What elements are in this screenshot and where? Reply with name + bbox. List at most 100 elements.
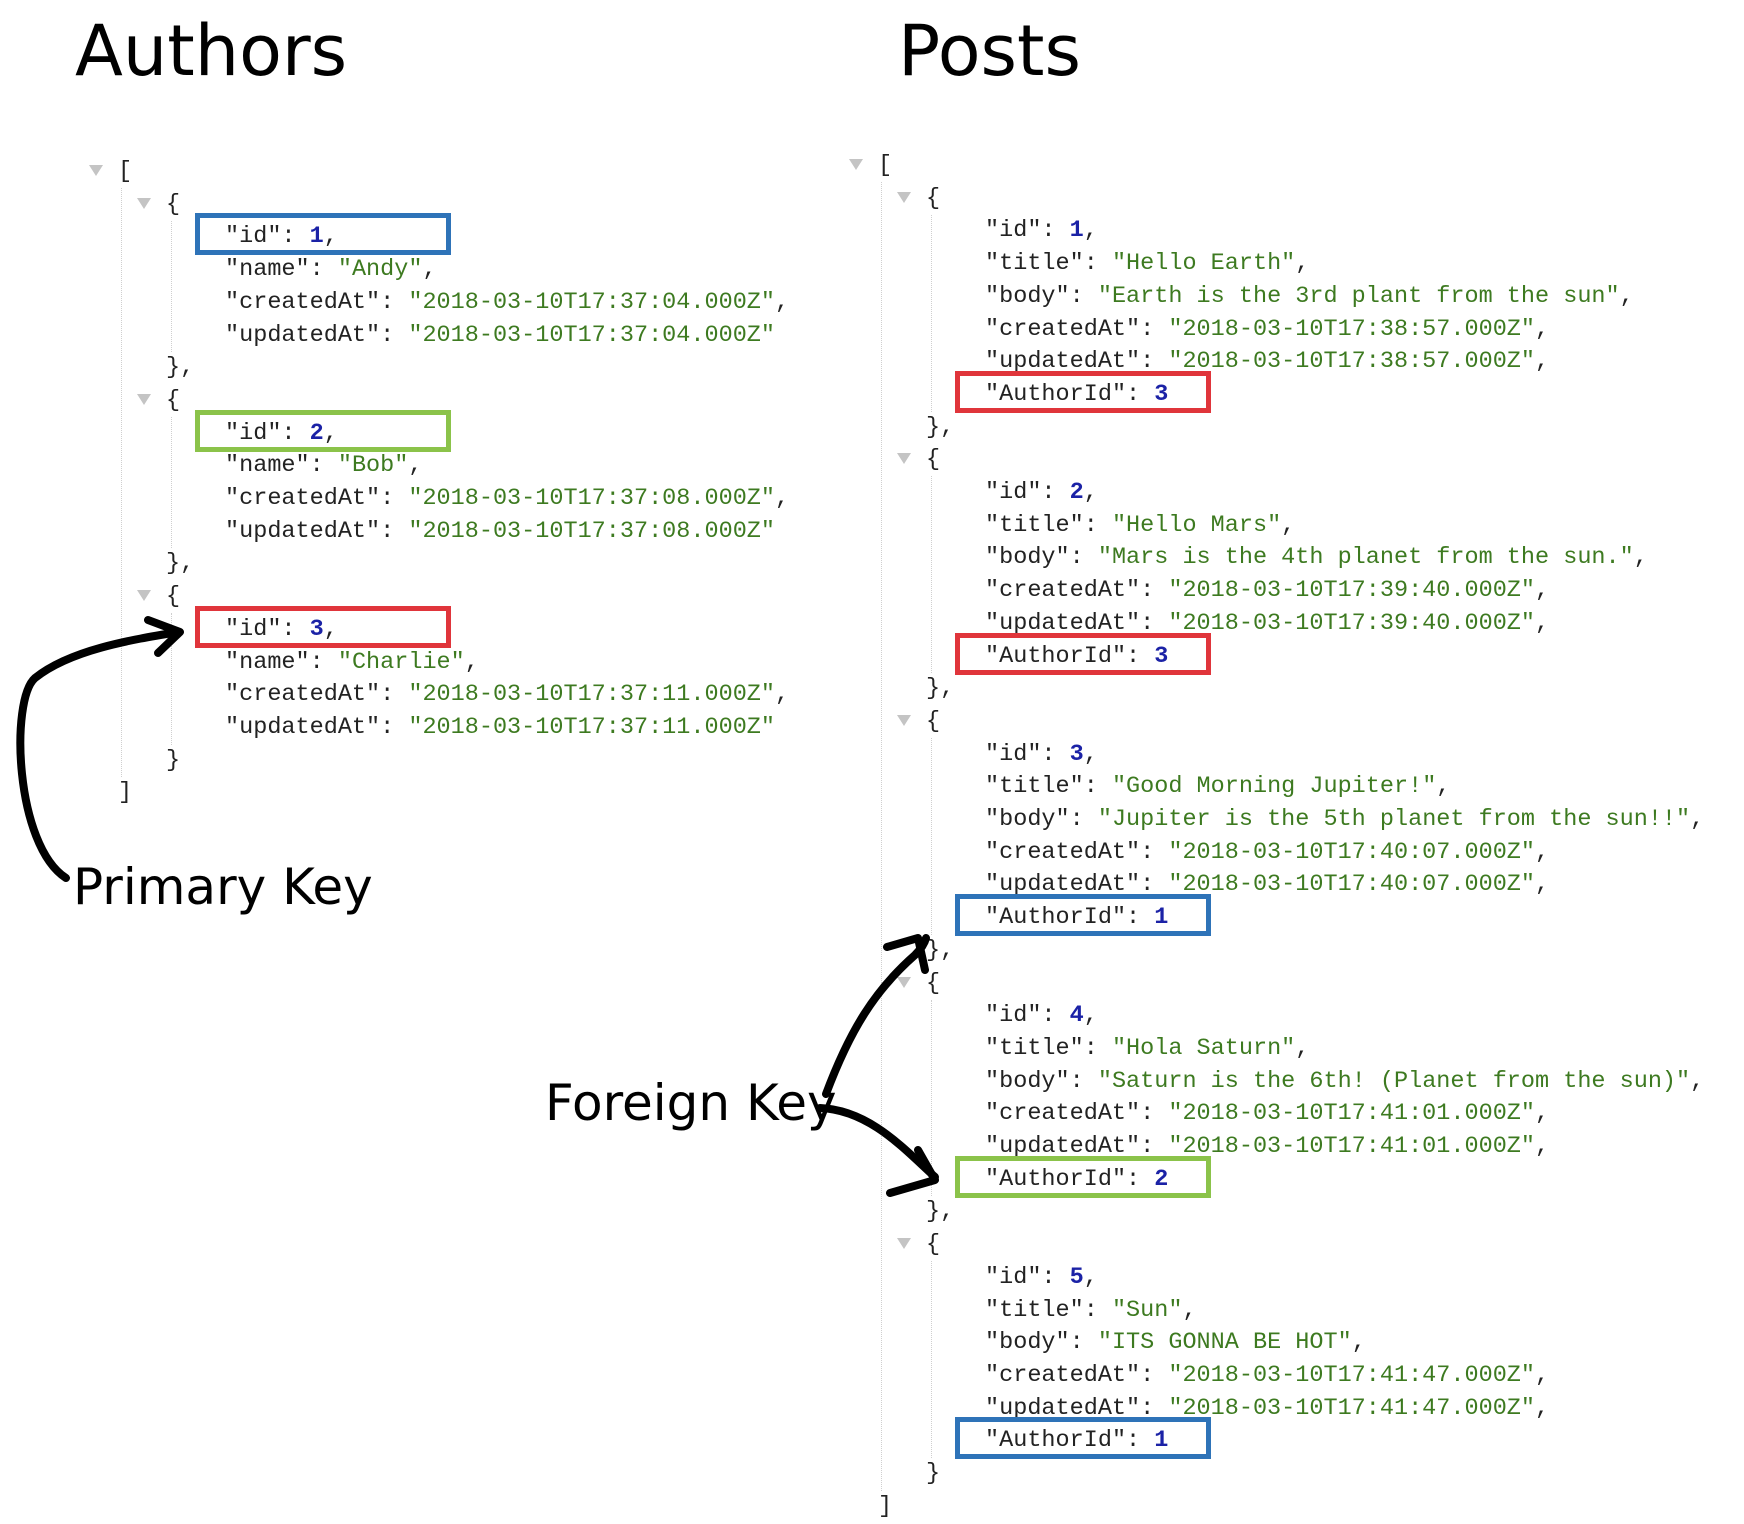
post-2-authorid-line: "AuthorId": 3 [985,642,1168,670]
comma: , [1351,1329,1366,1357]
post-5-title-line: "title": "Sun", [985,1296,1197,1324]
value-createdat: "2018-03-10T17:41:01.000Z" [1168,1100,1536,1128]
value-updatedat: "2018-03-10T17:38:57.000Z" [1168,348,1536,376]
key-title: title [999,1296,1070,1324]
value-createdat: "2018-03-10T17:39:40.000Z" [1168,577,1536,605]
quote: " [225,485,240,512]
key-updatedat: updatedAt [999,1394,1127,1422]
post-3-createdat-line: "createdAt": "2018-03-10T17:40:07.000Z", [985,838,1549,866]
colon: ": [1055,544,1098,572]
post-3-title-line: "title": "Good Morning Jupiter!", [985,775,1450,799]
quote: " [225,681,240,709]
comma: , [323,223,338,251]
colon: ": [295,256,338,284]
key-updatedat: updatedAt [239,321,367,349]
post-1-toggle[interactable] [897,191,911,203]
value-authorid: 1 [1154,1427,1169,1455]
post-3-id-line: "id": 3, [985,740,1098,768]
comma: , [775,288,790,316]
post-2-body-line: "body": "Mars is the 4th planet from the… [985,546,1648,570]
quote: " [985,1329,1000,1357]
author-2-id-highlight [195,409,451,452]
quote: " [985,838,1000,866]
key-createdat: createdAt [239,485,367,512]
post-3-close-brace: }, [926,936,955,964]
value-createdat: "2018-03-10T17:37:04.000Z" [408,288,776,316]
comma: , [1535,577,1550,605]
value-createdat: "2018-03-10T17:37:08.000Z" [408,485,776,512]
value-title: "Hola Saturn" [1111,1034,1296,1062]
comma: , [1295,1034,1310,1062]
key-createdat: createdAt [999,315,1127,343]
author-1-toggle[interactable] [137,197,151,209]
author-1-id-line: "id": 1, [225,225,338,249]
post-2-open-brace: { [926,446,941,474]
foreign-key-arrow-up [822,934,930,1098]
posts-open-bracket: [ [878,152,893,179]
value-body: "Earth is the 3rd plant from the sun" [1097,282,1620,310]
post-2-createdat-line: "createdAt": "2018-03-10T17:39:40.000Z", [985,579,1549,603]
colon: ": [1126,577,1169,605]
foreign-key-arrowhead-up [883,934,929,974]
quote: " [985,609,1000,637]
comma: , [1182,1296,1197,1324]
post-2-close-brace: }, [926,675,955,703]
author-3-updatedat-line: "updatedAt": "2018-03-10T17:37:11.000Z" [225,716,775,740]
post-1-title-line: "title": "Hello Earth", [985,252,1309,276]
comma: , [1535,348,1550,376]
key-authorid: AuthorId [999,380,1112,408]
key-body: body [999,806,1056,833]
author-2-open-brace: { [166,386,181,414]
colon: ": [366,288,409,316]
value-updatedat: "2018-03-10T17:41:47.000Z" [1168,1394,1536,1422]
colon: ": [1027,1002,1070,1030]
colon: ": [267,223,310,251]
value-createdat: "2018-03-10T17:40:07.000Z" [1168,838,1536,866]
colon: ": [267,419,310,447]
key-updatedat: updatedAt [999,609,1127,637]
value-updatedat: "2018-03-10T17:37:04.000Z" [408,321,776,349]
key-authorid: AuthorId [999,642,1112,670]
post-3-toggle[interactable] [897,714,911,726]
value-updatedat: "2018-03-10T17:41:01.000Z" [1168,1133,1536,1160]
author-1-createdat-line: "createdAt": "2018-03-10T17:37:04.000Z", [225,291,789,315]
author-1-name-line: "name": "Andy", [225,258,437,282]
post-4-toggle[interactable] [897,976,911,988]
value-title: "Good Morning Jupiter!" [1111,773,1437,801]
value-body: "Saturn is the 6th! (Planet from the sun… [1097,1067,1691,1095]
author-3-toggle[interactable] [137,590,151,602]
key-updatedat: updatedAt [999,871,1127,899]
key-title: title [999,1034,1070,1062]
quote: " [985,740,1000,768]
key-updatedat: updatedAt [239,713,367,741]
colon: ": [267,615,310,643]
colon: ": [1126,609,1169,637]
author-2-toggle[interactable] [137,393,151,405]
colon: ": [366,713,409,741]
quote: " [985,773,1000,801]
colon: ": [1055,1067,1098,1095]
author-1-guide [171,220,172,353]
authors-array-toggle[interactable] [89,165,103,176]
post-5-toggle[interactable] [897,1238,911,1250]
quote: " [225,256,240,284]
colon: ": [366,517,409,545]
post-1-close-brace: }, [926,413,955,441]
author-2-name-line: "name": "Bob", [225,454,422,478]
key-createdat: createdAt [999,577,1127,605]
value-body: "ITS GONNA BE HOT" [1097,1329,1352,1357]
posts-array-toggle[interactable] [849,159,863,170]
post-4-body-line: "body": "Saturn is the 6th! (Planet from… [985,1067,1704,1095]
colon: ": [1126,1361,1169,1389]
key-authorid: AuthorId [999,1427,1112,1455]
colon: ": [1055,282,1098,310]
quote: " [985,282,1000,310]
comma: , [422,256,437,284]
post-2-toggle[interactable] [897,453,911,465]
post-5-close-brace: } [926,1460,941,1487]
posts-heading: Posts [898,10,1081,92]
authors-array-guide [121,188,122,778]
value-name: "Charlie" [337,648,465,676]
